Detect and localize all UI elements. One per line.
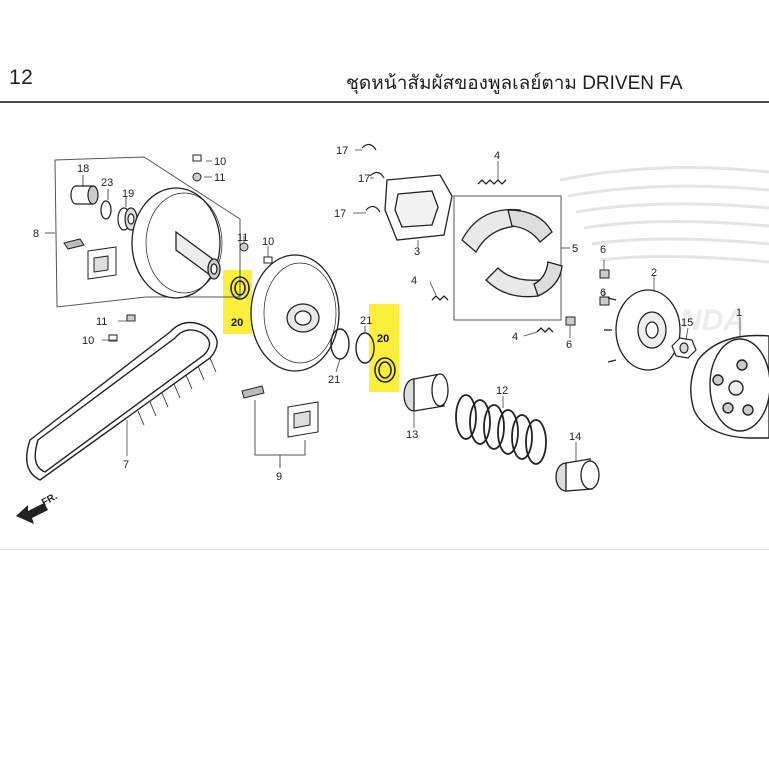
- callout-17-bottom: 17: [334, 208, 346, 220]
- part-20-oil-seal-right: [374, 357, 396, 383]
- part-23-circlip: [100, 189, 112, 220]
- callout-11-center: 11: [237, 232, 248, 244]
- page-number: 12: [9, 66, 34, 89]
- part-17-clips: [361, 143, 385, 213]
- callout-18: 18: [77, 163, 89, 175]
- callout-4-left: 4: [411, 275, 417, 287]
- callout-10-center: 10: [262, 236, 274, 248]
- callout-15: 15: [681, 317, 693, 329]
- part-13-collar: [403, 373, 449, 412]
- callout-5: 5: [572, 243, 578, 255]
- callout-9: 9: [276, 471, 282, 483]
- callout-10-top: 10: [214, 156, 226, 168]
- part-15-nut: [671, 337, 697, 359]
- callout-6-bottom: 6: [566, 339, 572, 351]
- callout-20-right: 20: [377, 333, 389, 345]
- part-1-clutch-outer: [690, 334, 769, 439]
- callout-3: 3: [414, 246, 420, 258]
- part-8-driven-face: [131, 187, 223, 299]
- callout-21-lower: 21: [328, 374, 340, 386]
- callout-13: 13: [406, 429, 418, 441]
- callout-20-left: 20: [231, 317, 243, 329]
- direction-label: FR.: [40, 491, 60, 509]
- callout-labels: 18 23 19 8 10 11 11 10 20 11 10 7 9 21 2…: [33, 145, 742, 483]
- header-divider: [0, 101, 769, 103]
- part-11-10-fasteners-left: [108, 314, 136, 342]
- part-14-seal-collar: [555, 458, 600, 492]
- part-2-clutch-plate: [604, 289, 681, 371]
- part-11-10-center: [239, 236, 273, 264]
- callout-12: 12: [496, 385, 508, 397]
- callout-6-top: 6: [600, 244, 606, 256]
- callout-7: 7: [123, 459, 129, 471]
- part-8-pin-and-plate: [63, 238, 117, 280]
- callout-1: 1: [736, 307, 742, 319]
- leader-lines: [102, 149, 741, 461]
- group-outline-8: [54, 156, 241, 308]
- callout-14: 14: [569, 431, 581, 443]
- part-9-pin-and-plate: [241, 385, 319, 438]
- callout-2: 2: [651, 267, 657, 279]
- exploded-parts-diagram: HONDA: [16, 143, 769, 524]
- page-title: ชุดหน้าสัมผัสของพูลเลย์ตาม DRIVEN FA: [346, 73, 683, 94]
- callout-11-top: 11: [214, 172, 225, 184]
- callout-6-mid: 6: [600, 287, 606, 299]
- callout-21-upper: 21: [360, 315, 372, 327]
- part-18-needle-bearing: [70, 175, 99, 205]
- callout-17-mid: 17: [358, 173, 370, 185]
- part-10-11-fasteners-top: [192, 154, 202, 182]
- callout-17-top: 17: [336, 145, 348, 157]
- part-20-oil-seal-left: [230, 276, 250, 300]
- page-header: 12 ชุดหน้าสัมผัสของพูลเลย์ตาม DRIVEN FA: [0, 0, 769, 104]
- part-5-clutch-shoes: [461, 208, 563, 298]
- part-3-clutch-plate: [384, 174, 453, 241]
- callout-23: 23: [101, 177, 113, 189]
- callout-8: 8: [33, 228, 39, 240]
- callout-10-left: 10: [82, 335, 94, 347]
- part-12-spring: [455, 394, 547, 465]
- part-6-dampers: [565, 269, 610, 326]
- part-4-clutch-springs: [431, 179, 554, 333]
- part-21-o-rings: [330, 328, 375, 364]
- part-9-moveable-driven-face: [250, 254, 340, 372]
- callout-4-top: 4: [494, 150, 500, 162]
- callout-19: 19: [122, 188, 134, 200]
- callout-4-bottom: 4: [512, 331, 518, 343]
- part-7-drive-belt: [26, 321, 218, 481]
- front-direction-arrow: FR.: [16, 491, 60, 524]
- diagram-bottom-divider: [0, 549, 769, 550]
- group-outline-5: [453, 195, 562, 321]
- callout-11-left: 11: [96, 316, 107, 328]
